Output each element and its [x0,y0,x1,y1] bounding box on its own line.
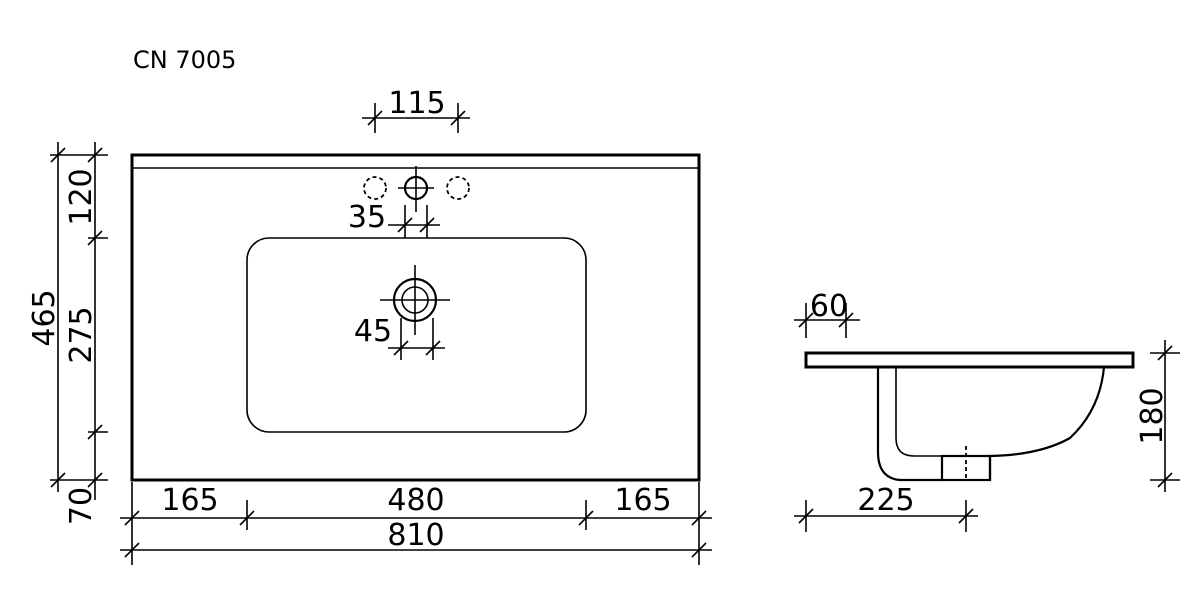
dim-left-verticals: 465 120 275 70 [27,142,108,525]
dim-left-margin-label: 165 [161,483,218,518]
optional-tap-hole-left [363,176,387,200]
dim-height-label: 180 [1135,387,1170,444]
dim-bowl-width-label: 480 [387,483,444,518]
dim-front-margin-label: 70 [64,487,99,525]
bowl-outer-left [876,367,942,482]
rim-profile [804,351,1135,369]
dim-drain-diameter: 45 [354,314,445,360]
dim-bottom-horizontals: 165 480 165 810 [120,482,712,565]
dim-height: 180 [1135,340,1180,492]
dim-total-depth-label: 465 [27,289,62,346]
dim-tap-spacing-label: 115 [388,86,445,121]
bowl-inner [895,367,942,457]
dim-bowl-offset-label: 225 [857,483,914,518]
dim-drain-diameter-label: 45 [354,314,392,349]
optional-tap-hole-right [446,176,470,200]
side-view: 60 180 225 [794,289,1180,532]
dim-bowl-depth-label: 275 [64,306,99,363]
bowl-outline [246,237,587,433]
model-label: CN 7005 [133,46,236,74]
dim-rim-thickness-label: 60 [810,289,848,324]
dim-total-width-label: 810 [387,518,444,553]
dim-tap-hole-diameter-label: 35 [348,200,386,235]
dim-right-margin-label: 165 [614,483,671,518]
dim-deck-depth-label: 120 [64,168,99,225]
top-view: 115 35 45 [27,86,712,565]
dim-bowl-offset: 225 [794,483,978,532]
dim-tap-spacing: 115 [362,86,470,133]
dim-rim-thickness: 60 [794,289,860,338]
basin-outline [130,153,701,482]
dim-tap-hole-diameter: 35 [348,200,440,238]
bowl-outer-right [988,366,1106,480]
